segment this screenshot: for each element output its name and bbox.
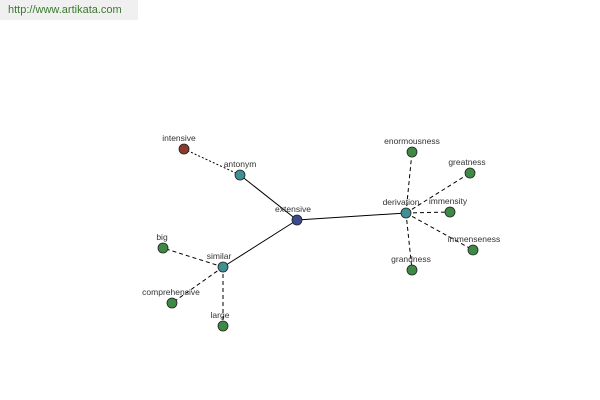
node-dot-large[interactable] bbox=[217, 320, 229, 332]
node-label-immenseness[interactable]: immenseness bbox=[448, 234, 500, 244]
edge-derivation-immensity bbox=[405, 211, 451, 214]
source-url[interactable]: http://www.artikata.com bbox=[0, 0, 138, 20]
node-label-derivation[interactable]: derivation bbox=[383, 197, 420, 207]
edge-similar-comprehensive bbox=[171, 266, 224, 304]
edge-extensive-antonym bbox=[239, 174, 298, 221]
edge-derivation-immenseness bbox=[405, 212, 474, 251]
node-dot-immensity[interactable] bbox=[444, 206, 456, 218]
node-comprehensive[interactable]: comprehensive bbox=[142, 287, 200, 309]
node-label-similar[interactable]: similar bbox=[207, 251, 232, 261]
node-similar[interactable]: similar bbox=[207, 251, 232, 273]
node-intensive[interactable]: intensive bbox=[162, 133, 196, 155]
edge-derivation-enormousness bbox=[405, 151, 413, 214]
edge-derivation-grandness bbox=[405, 212, 413, 271]
edge-extensive-derivation bbox=[296, 212, 407, 221]
node-dot-derivation[interactable] bbox=[400, 207, 412, 219]
node-dot-extensive[interactable] bbox=[291, 214, 303, 226]
node-dot-big[interactable] bbox=[157, 242, 169, 254]
node-dot-similar[interactable] bbox=[217, 261, 229, 273]
node-large[interactable]: large bbox=[211, 310, 230, 332]
node-dot-enormousness[interactable] bbox=[406, 146, 418, 158]
node-dot-grandness[interactable] bbox=[406, 264, 418, 276]
node-dot-intensive[interactable] bbox=[178, 143, 190, 155]
node-dot-antonym[interactable] bbox=[234, 169, 246, 181]
node-label-greatness[interactable]: greatness bbox=[448, 157, 485, 167]
node-immenseness[interactable]: immenseness bbox=[448, 234, 500, 256]
node-dot-comprehensive[interactable] bbox=[166, 297, 178, 309]
edge-similar-big bbox=[162, 247, 224, 268]
node-label-big[interactable]: big bbox=[156, 232, 168, 242]
node-enormousness[interactable]: enormousness bbox=[384, 136, 440, 158]
node-antonym[interactable]: antonym bbox=[224, 159, 257, 181]
node-label-large[interactable]: large bbox=[211, 310, 230, 320]
edge-extensive-similar bbox=[222, 219, 298, 268]
node-label-intensive[interactable]: intensive bbox=[162, 133, 196, 143]
node-big[interactable]: big bbox=[156, 232, 169, 254]
node-label-enormousness[interactable]: enormousness bbox=[384, 136, 440, 146]
node-grandness[interactable]: grandness bbox=[391, 254, 431, 276]
node-immensity[interactable]: immensity bbox=[429, 196, 468, 218]
node-label-grandness[interactable]: grandness bbox=[391, 254, 431, 264]
node-dot-greatness[interactable] bbox=[464, 167, 476, 179]
node-label-extensive[interactable]: extensive bbox=[275, 204, 311, 214]
node-greatness[interactable]: greatness bbox=[448, 157, 486, 179]
node-label-immensity[interactable]: immensity bbox=[429, 196, 468, 206]
graph-edges bbox=[162, 148, 474, 326]
graph-nodes: extensive antonym similar derivation intensi… bbox=[142, 133, 500, 332]
node-label-antonym[interactable]: antonym bbox=[224, 159, 257, 169]
node-derivation[interactable]: derivation bbox=[383, 197, 420, 219]
edge-derivation-greatness bbox=[405, 172, 471, 214]
node-label-comprehensive[interactable]: comprehensive bbox=[142, 287, 200, 297]
node-dot-immenseness[interactable] bbox=[467, 244, 479, 256]
node-extensive[interactable]: extensive bbox=[275, 204, 311, 226]
